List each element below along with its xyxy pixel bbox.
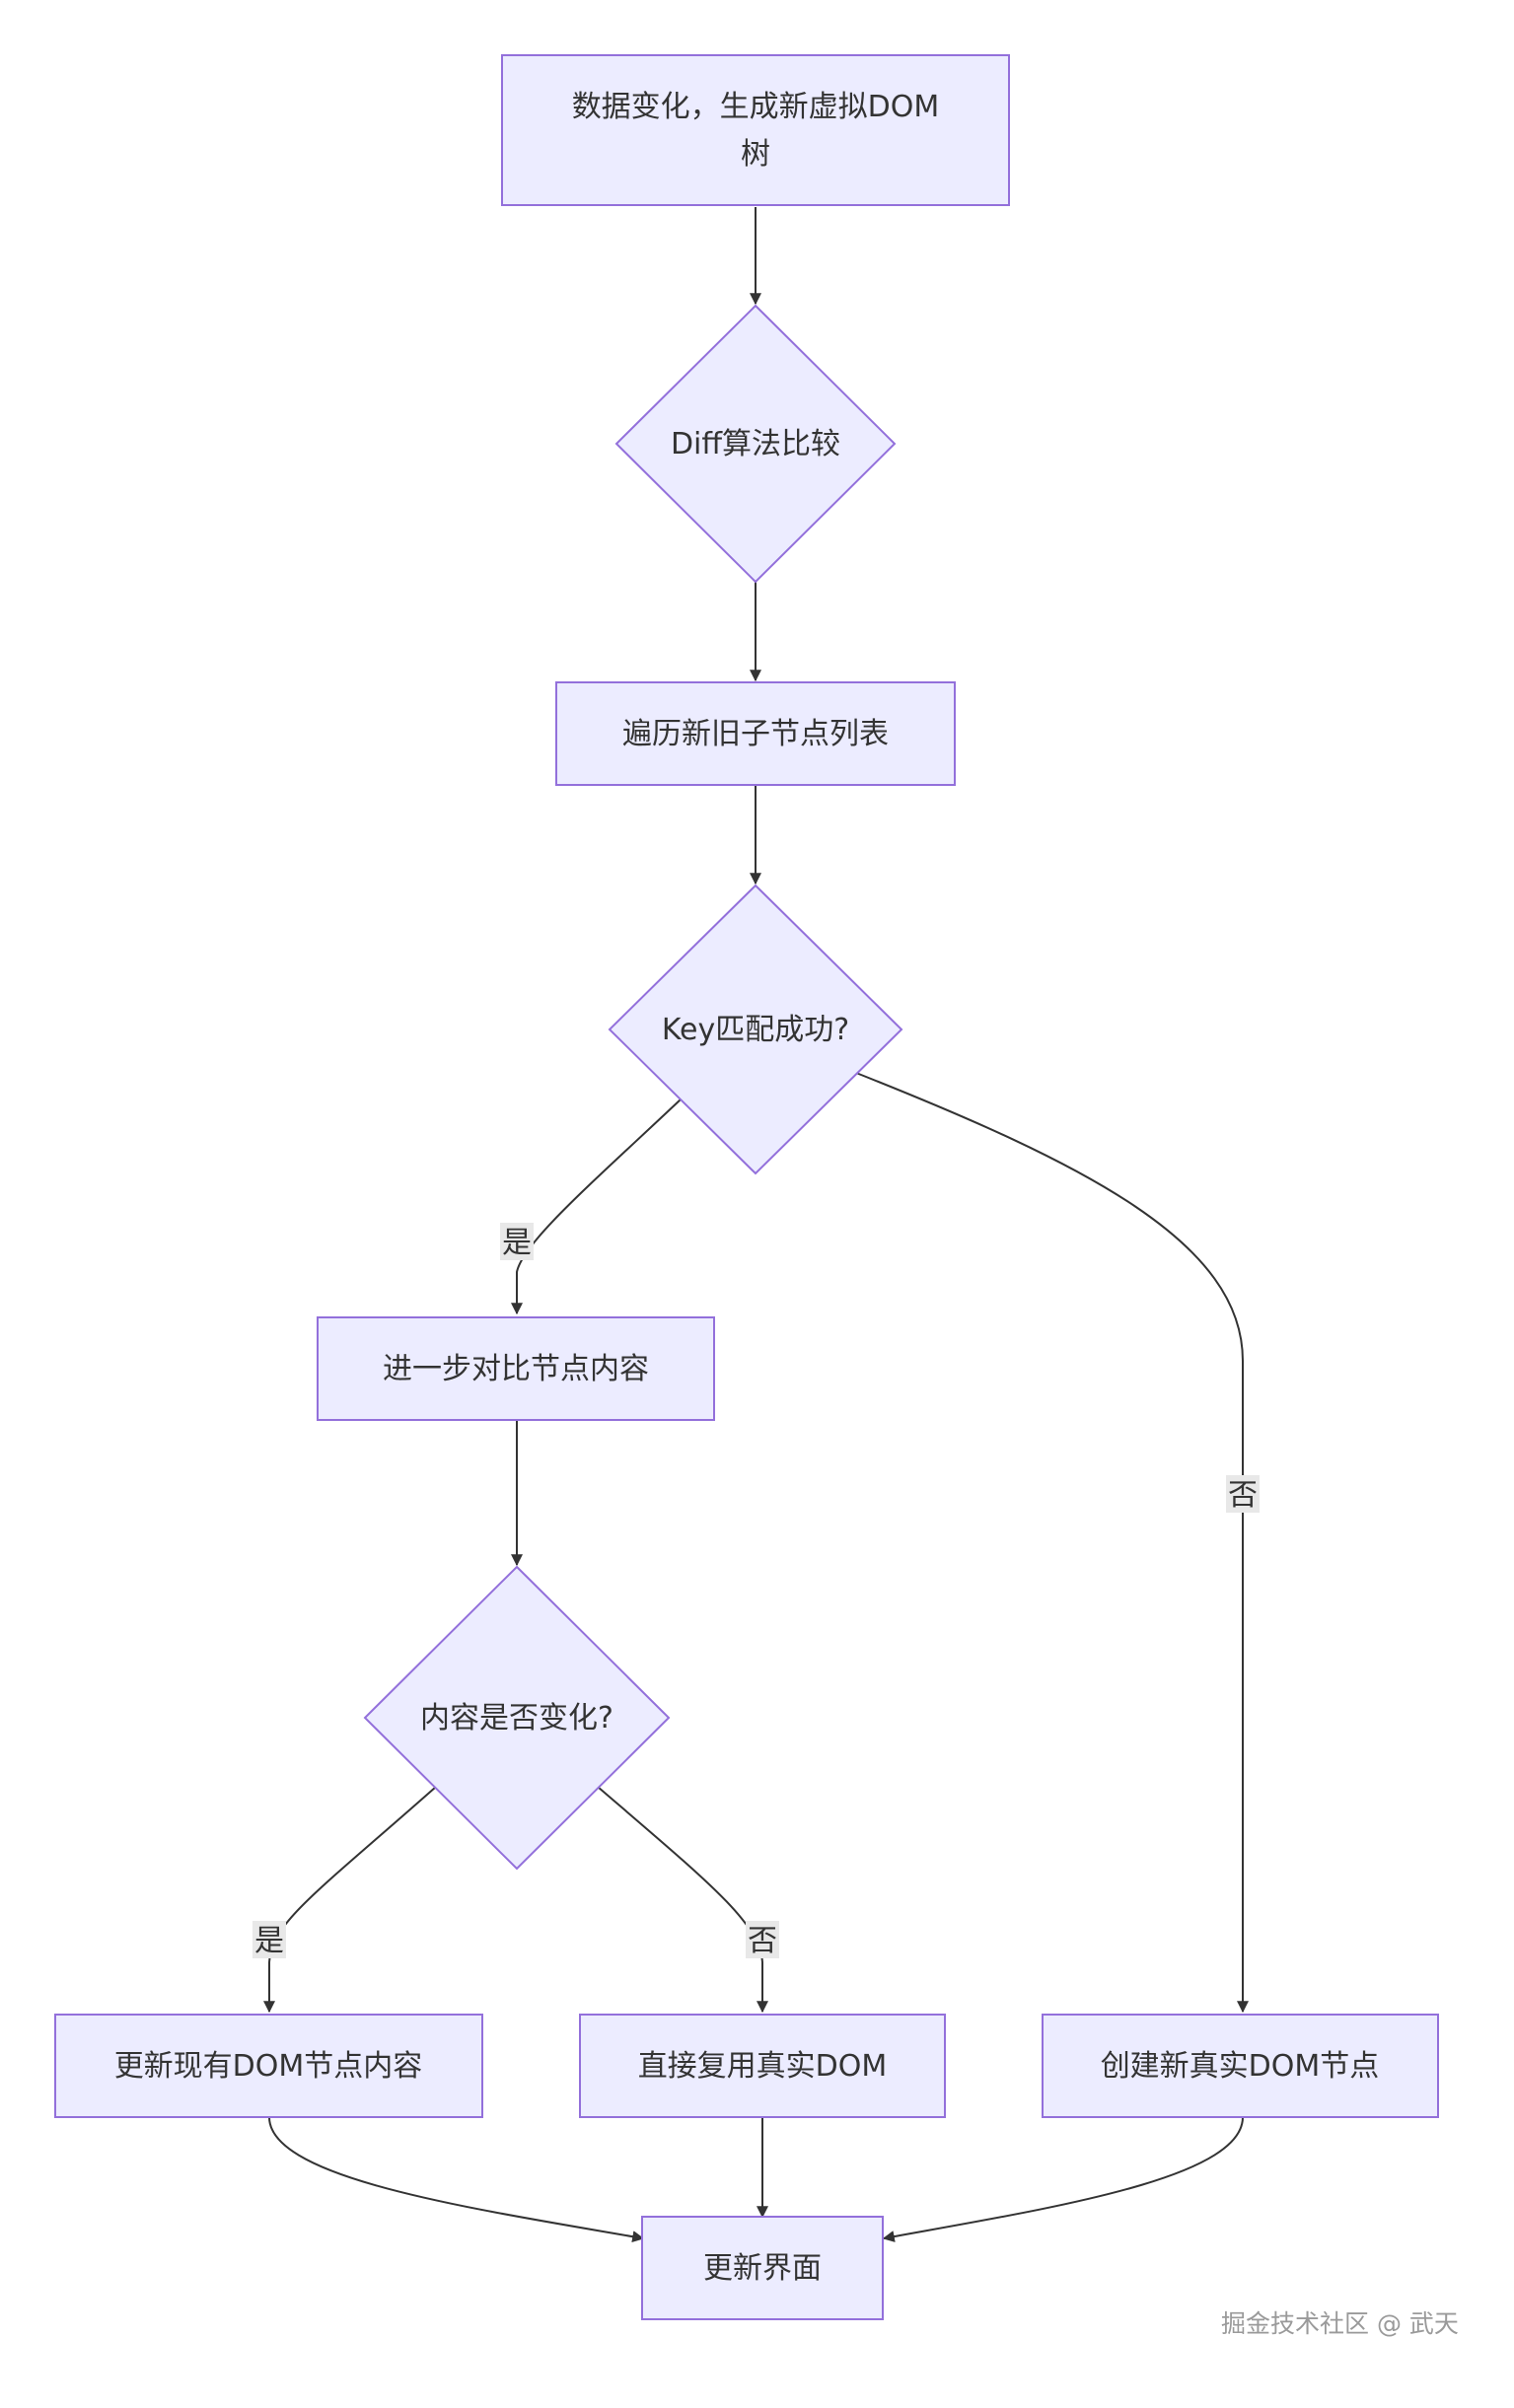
node-traverse: 遍历新旧子节点列表 <box>555 681 956 786</box>
edge-update-to-ui <box>268 2116 645 2243</box>
node-compare-content: 进一步对比节点内容 <box>317 1316 715 1421</box>
node-start: 数据变化，生成新虚拟DOM 树 <box>501 54 1010 206</box>
edge-changed-no <box>597 1786 768 2014</box>
node-key-match-label: Key匹配成功? <box>662 1013 849 1047</box>
edge-label-text: 否 <box>1228 1478 1258 1513</box>
edge-label-content-yes: 是 <box>252 1921 286 1958</box>
node-start-line-2: 树 <box>741 137 770 172</box>
edge-label-text: 是 <box>502 1226 532 1260</box>
node-key-match: Key匹配成功? <box>608 884 903 1175</box>
edge-label-content-no: 否 <box>746 1921 779 1958</box>
edge-key-no <box>855 1072 1249 2014</box>
node-update-ui-label: 更新界面 <box>703 2251 822 2286</box>
edge-label-text: 是 <box>254 1924 284 1958</box>
node-update-ui: 更新界面 <box>641 2216 884 2320</box>
edge-label-text: 否 <box>748 1924 777 1958</box>
node-update-existing: 更新现有DOM节点内容 <box>54 2014 483 2118</box>
edge-key-yes <box>511 1098 682 1315</box>
node-content-changed-label: 内容是否变化? <box>420 1701 613 1735</box>
edge-changed-yes <box>263 1786 437 2014</box>
node-traverse-label: 遍历新旧子节点列表 <box>622 717 889 751</box>
node-diff: Diff算法比较 <box>614 304 897 584</box>
node-create-new-label: 创建新真实DOM节点 <box>1101 2049 1380 2084</box>
node-update-existing-label: 更新现有DOM节点内容 <box>114 2049 423 2084</box>
node-create-new: 创建新真实DOM节点 <box>1042 2014 1439 2118</box>
node-reuse-dom: 直接复用真实DOM <box>579 2014 946 2118</box>
node-diff-label: Diff算法比较 <box>671 427 840 461</box>
edge-label-key-no: 否 <box>1226 1475 1260 1513</box>
edge-create-to-ui <box>882 2116 1244 2242</box>
node-content-changed: 内容是否变化? <box>363 1565 671 1871</box>
edges <box>263 207 1249 2243</box>
node-reuse-dom-label: 直接复用真实DOM <box>638 2049 888 2084</box>
watermark: 掘金技术社区 @ 武天 <box>1221 2309 1459 2338</box>
node-compare-content-label: 进一步对比节点内容 <box>383 1352 649 1386</box>
edge-label-key-yes: 是 <box>500 1223 534 1260</box>
node-start-line-1: 数据变化，生成新虚拟DOM <box>572 90 940 124</box>
